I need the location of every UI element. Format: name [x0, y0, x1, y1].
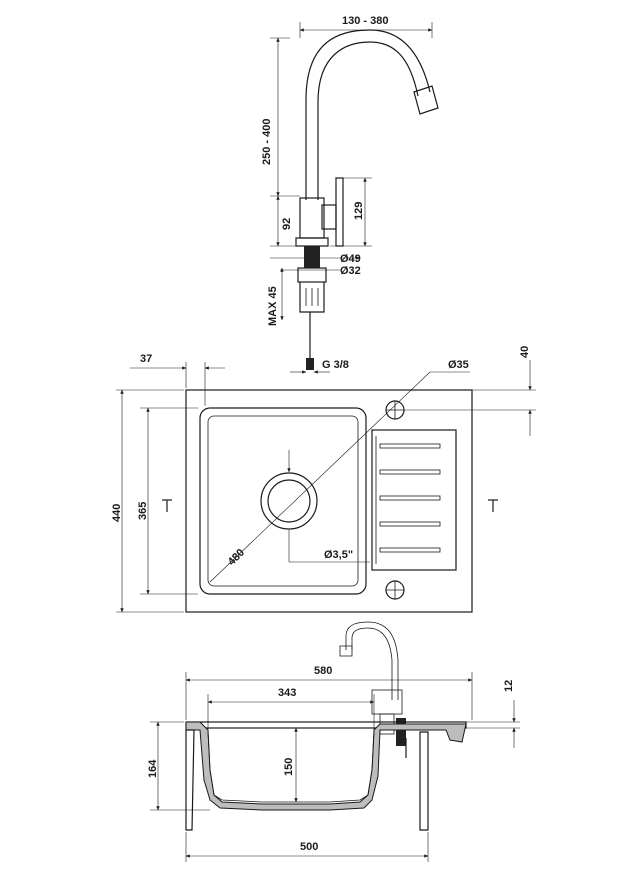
- dim-faucet-height: 250 - 400: [261, 119, 273, 165]
- section-faucet-inner: [351, 627, 393, 700]
- dim-connection: G 3/8: [322, 359, 349, 371]
- drain-inner: [267, 479, 311, 523]
- diagonal-line: [209, 371, 431, 583]
- faucet-lever: [335, 177, 344, 247]
- dim-base-diameter: Ø49: [340, 253, 361, 265]
- drainboard-rib: [379, 547, 441, 553]
- sink-top-view: Ø35 480 37 40: [111, 346, 536, 613]
- drainboard: [371, 429, 457, 571]
- cabinet-left-wall: [185, 729, 195, 831]
- section-faucet-body: [371, 689, 403, 715]
- dim-cabinet-width: 500: [300, 841, 318, 853]
- faucet-body: [299, 197, 325, 239]
- dim-section-bowl-width: 343: [278, 687, 296, 699]
- sink-section-body: [185, 721, 467, 811]
- dim-tap-hole-diameter: Ø35: [448, 359, 469, 371]
- faucet-washer: [297, 267, 327, 283]
- dim-lever-height: 129: [353, 202, 365, 220]
- drainboard-rib: [379, 521, 441, 527]
- faucet-spout-inner: [317, 41, 419, 200]
- dim-overall-depth: 440: [111, 504, 123, 522]
- dim-drain: Ø3,5": [324, 549, 353, 561]
- dim-section-overall-width: 580: [314, 665, 332, 677]
- faucet-hose-connector: [306, 358, 314, 370]
- faucet-thread: [304, 246, 320, 268]
- dim-section-overall-depth: 164: [147, 759, 159, 778]
- section-faucet-stem: [396, 718, 406, 746]
- cabinet-right-wall: [419, 731, 429, 831]
- bowl-inner: [207, 415, 359, 587]
- faucet-drawing: 130 - 380 250 - 400 92 129 Ø49 Ø32 MAX 4…: [261, 15, 439, 374]
- dim-faucet-base-height: 92: [281, 218, 293, 230]
- section-faucet-outer: [345, 621, 399, 700]
- faucet-nut: [299, 282, 325, 313]
- dim-hole-diameter: Ø32: [340, 265, 361, 277]
- dim-rim: 12: [503, 680, 515, 692]
- faucet-spout-outer: [305, 29, 431, 200]
- faucet-base: [295, 237, 329, 247]
- faucet-spout-tip: [413, 85, 439, 115]
- dim-faucet-reach: 130 - 380: [342, 15, 388, 27]
- dim-section-bowl-depth: 150: [283, 758, 295, 776]
- drain-outer: [260, 472, 318, 530]
- drainboard-rib: [379, 443, 441, 449]
- bowl-outer: [199, 407, 367, 595]
- sink-section-view: 580 343 12 164 150 500: [147, 621, 520, 862]
- sink-outline: [185, 389, 473, 613]
- dim-max-thickness: MAX 45: [267, 286, 279, 326]
- drainboard-rib: [379, 469, 441, 475]
- dim-bowl-depth: 365: [137, 502, 149, 520]
- dim-tap-hole-offset: 40: [519, 346, 531, 358]
- dim-edge-offset: 37: [140, 353, 152, 365]
- drainboard-rib: [379, 495, 441, 501]
